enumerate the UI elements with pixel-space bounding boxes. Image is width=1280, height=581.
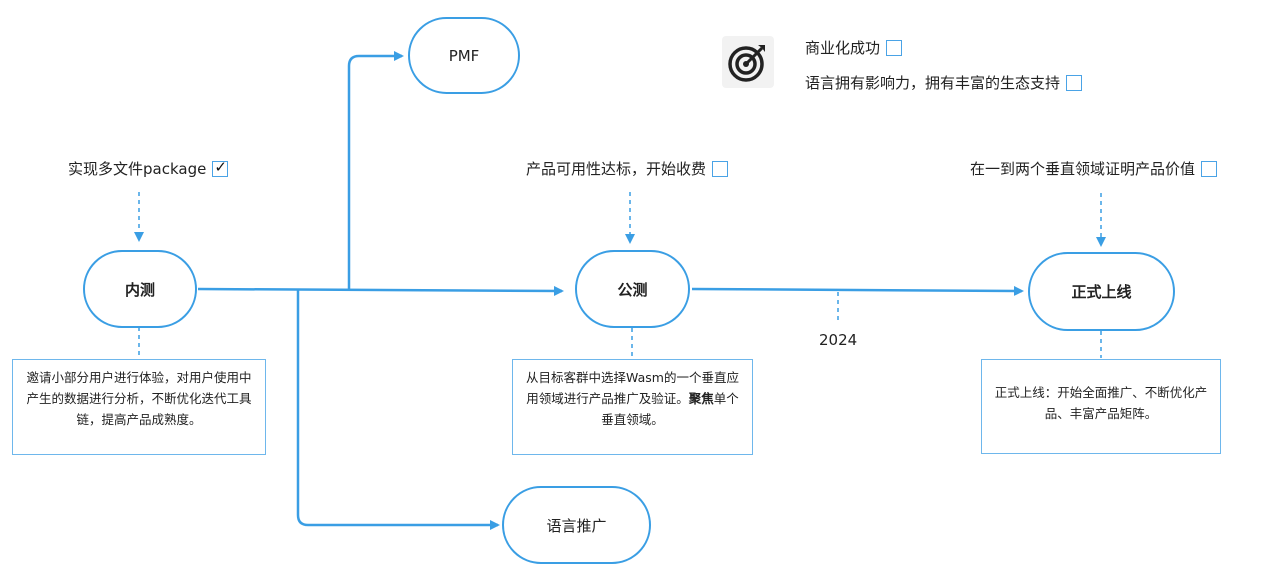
note-public-test-text-2: 单个垂直领域。 bbox=[601, 391, 739, 427]
node-public-test-label: 公测 bbox=[617, 280, 648, 299]
note-public-test-text-1: 从目标客群中选择Wasm的一个垂直应用领域进行产品推广及验证。 bbox=[526, 370, 739, 406]
node-pmf-label: PMF bbox=[448, 46, 480, 65]
goal-multi-file-package-text: 实现多文件package bbox=[68, 160, 207, 178]
goal-vertical-value-text: 在一到两个垂直领域证明产品价值 bbox=[970, 160, 1196, 178]
goal-usable-paid-text: 产品可用性达标，开始收费 bbox=[526, 160, 707, 178]
arrow-to-pmf bbox=[347, 51, 404, 289]
node-language-promo-label: 语言推广 bbox=[546, 516, 607, 535]
note-internal-test-text: 邀请小部分用户进行体验，对用户使用中产生的数据进行分析，不断优化迭代工具链，提高… bbox=[26, 370, 252, 427]
note-internal-test: 邀请小部分用户进行体验，对用户使用中产生的数据进行分析，不断优化迭代工具链，提高… bbox=[12, 359, 266, 455]
node-language-promo: 语言推广 bbox=[502, 486, 651, 564]
goal-usable-paid-checkbox[interactable] bbox=[712, 160, 729, 177]
arrow-public-to-launch bbox=[691, 285, 1024, 296]
note-official-launch: 正式上线：开始全面推广、不断优化产品、丰富产品矩阵。 bbox=[981, 359, 1221, 454]
goal-commercial-success: 商业化成功 bbox=[805, 37, 903, 58]
goal-commercial-success-checkbox[interactable] bbox=[886, 39, 903, 56]
node-public-test: 公测 bbox=[575, 250, 690, 328]
note-public-test-bold: 聚焦 bbox=[688, 391, 714, 406]
goal-multi-file-package: 实现多文件package bbox=[68, 158, 229, 179]
node-pmf: PMF bbox=[408, 17, 520, 94]
note-official-launch-text: 正式上线：开始全面推广、不断优化产品、丰富产品矩阵。 bbox=[994, 385, 1208, 421]
timeline-year: 2024 bbox=[819, 331, 858, 349]
goal-ecosystem-checkbox[interactable] bbox=[1066, 74, 1083, 91]
goal-vertical-value-checkbox[interactable] bbox=[1201, 160, 1218, 177]
node-internal-test-label: 内测 bbox=[124, 280, 155, 299]
node-official-launch-label: 正式上线 bbox=[1071, 283, 1132, 301]
goal-multi-file-package-checkbox[interactable] bbox=[212, 160, 229, 177]
target-icon bbox=[722, 36, 774, 88]
goal-commercial-success-text: 商业化成功 bbox=[805, 39, 881, 57]
note-public-test: 从目标客群中选择Wasm的一个垂直应用领域进行产品推广及验证。聚焦单个垂直领域。 bbox=[512, 359, 753, 455]
node-official-launch: 正式上线 bbox=[1028, 252, 1175, 331]
arrow-to-language-promo bbox=[296, 289, 500, 530]
goal-ecosystem: 语言拥有影响力，拥有丰富的生态支持 bbox=[805, 72, 1083, 93]
goal-ecosystem-text: 语言拥有影响力，拥有丰富的生态支持 bbox=[805, 74, 1061, 92]
goal-usable-paid: 产品可用性达标，开始收费 bbox=[526, 158, 729, 179]
arrow-internal-to-public bbox=[197, 285, 564, 296]
goal-vertical-value: 在一到两个垂直领域证明产品价值 bbox=[970, 158, 1218, 179]
node-internal-test: 内测 bbox=[83, 250, 197, 328]
